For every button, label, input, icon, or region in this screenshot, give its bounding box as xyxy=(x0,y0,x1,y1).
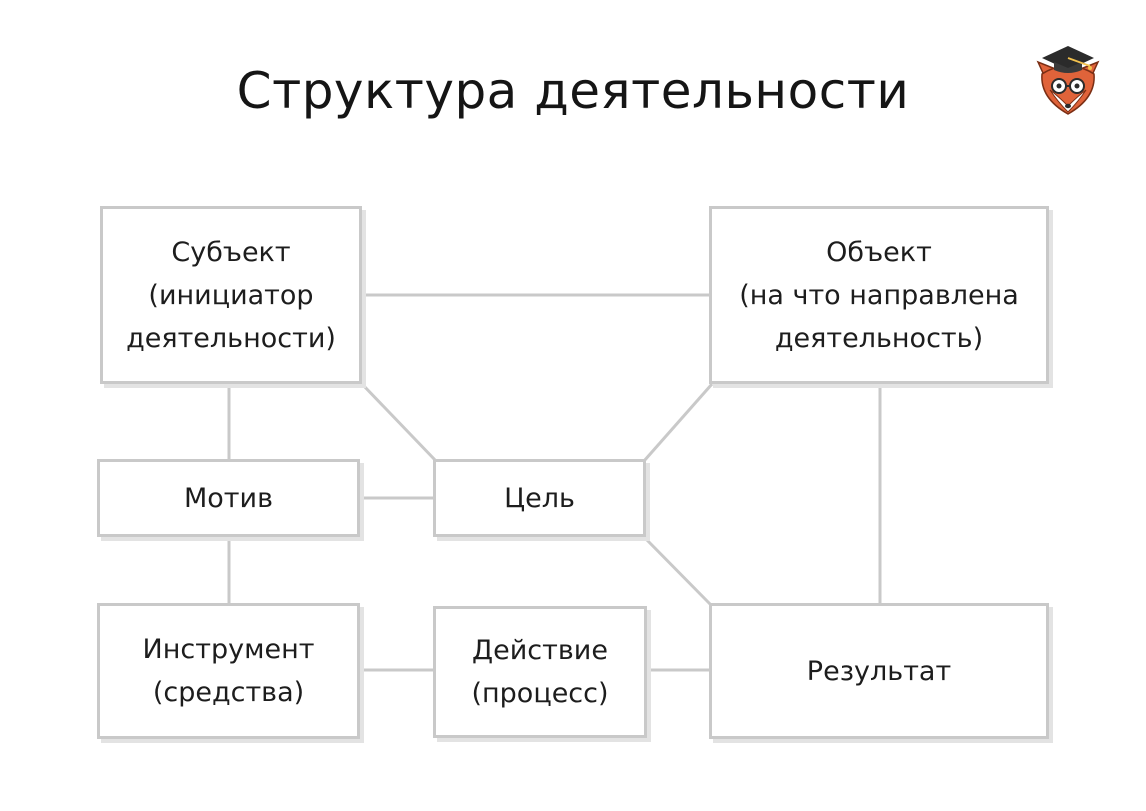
box-action: Действие (процесс) xyxy=(433,606,647,738)
fox-graduate-icon xyxy=(1036,46,1100,115)
box-subject: Субъект (инициатор деятельности) xyxy=(100,206,362,384)
box-object: Объект (на что направлена деятельность) xyxy=(709,206,1049,384)
connector-goal-result xyxy=(642,535,713,607)
graduation-cap-base xyxy=(1054,62,1082,73)
box-tool: Инструмент (средства) xyxy=(97,603,360,739)
graduation-cap-tassel-end xyxy=(1088,66,1092,70)
box-result: Результат xyxy=(709,603,1049,739)
box-motive-label: Мотив xyxy=(183,482,273,514)
box-action-line-1: Действие xyxy=(472,635,608,666)
fox-nose xyxy=(1065,103,1071,109)
box-object-line-2: (на что направлена xyxy=(739,279,1019,311)
box-action-line-2: (процесс) xyxy=(471,678,609,709)
fox-eye-left xyxy=(1056,83,1062,89)
box-subject-line-1: Субъект xyxy=(171,236,291,268)
box-object-line-3: деятельность) xyxy=(774,322,984,354)
box-goal: Цель xyxy=(433,459,646,537)
connector-object-goal xyxy=(642,383,714,462)
box-goal-label: Цель xyxy=(504,482,575,514)
box-tool-line-2: (средства) xyxy=(152,677,305,708)
fox-eye-right xyxy=(1074,83,1080,89)
box-object-line-1: Объект xyxy=(826,236,932,268)
box-subject-line-2: (инициатор xyxy=(148,279,314,311)
page-title: Структура деятельности xyxy=(236,62,910,120)
box-motive: Мотив xyxy=(97,459,360,537)
box-result-label: Результат xyxy=(806,655,952,687)
box-subject-line-3: деятельности) xyxy=(126,322,336,354)
box-tool-line-1: Инструмент xyxy=(142,634,315,665)
connector-subject-goal xyxy=(360,382,438,463)
graduation-cap-tassel xyxy=(1067,57,1091,67)
